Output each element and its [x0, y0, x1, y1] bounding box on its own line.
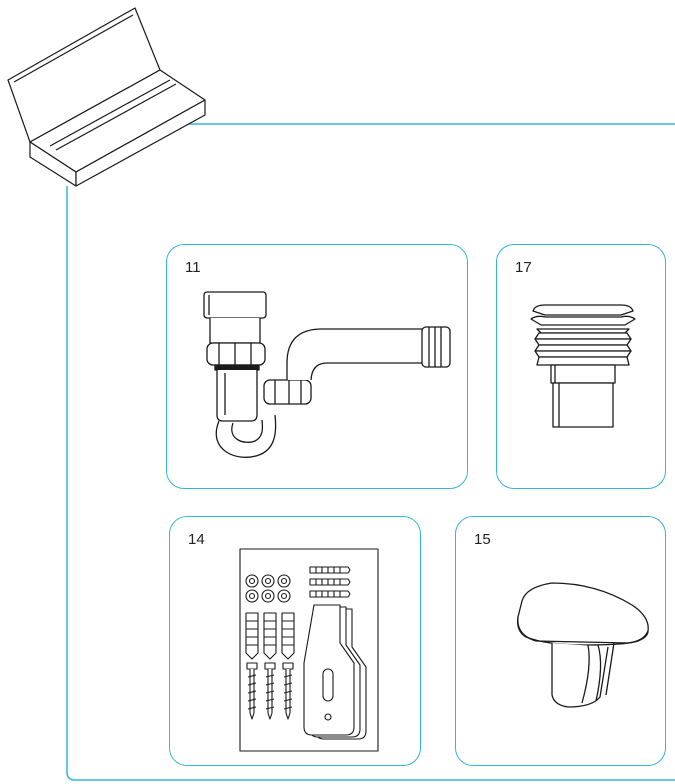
- part-number-label: 14: [188, 531, 205, 548]
- p-trap-siphon-icon: [203, 291, 451, 458]
- part-card-14: 14: [169, 516, 421, 766]
- screws: [246, 662, 294, 720]
- washers: [245, 574, 291, 603]
- horizontal-wall-plugs: [309, 566, 351, 598]
- part-card-17: 17: [496, 244, 666, 489]
- part-card-15: 15: [455, 516, 666, 766]
- push-button-knob-icon: [517, 582, 649, 708]
- pipe-connector-seal-icon: [530, 304, 636, 428]
- connector-lines: [66, 123, 675, 781]
- part-number-label: 11: [185, 259, 201, 276]
- part-number-label: 17: [515, 259, 532, 276]
- open-box-icon: [7, 7, 206, 187]
- vertical-wall-plugs: [245, 612, 295, 660]
- mounting-hardware-kit-icon: [239, 548, 379, 752]
- part-card-11: 11: [166, 244, 468, 489]
- wall-brackets: [303, 604, 367, 740]
- part-number-label: 15: [474, 531, 491, 548]
